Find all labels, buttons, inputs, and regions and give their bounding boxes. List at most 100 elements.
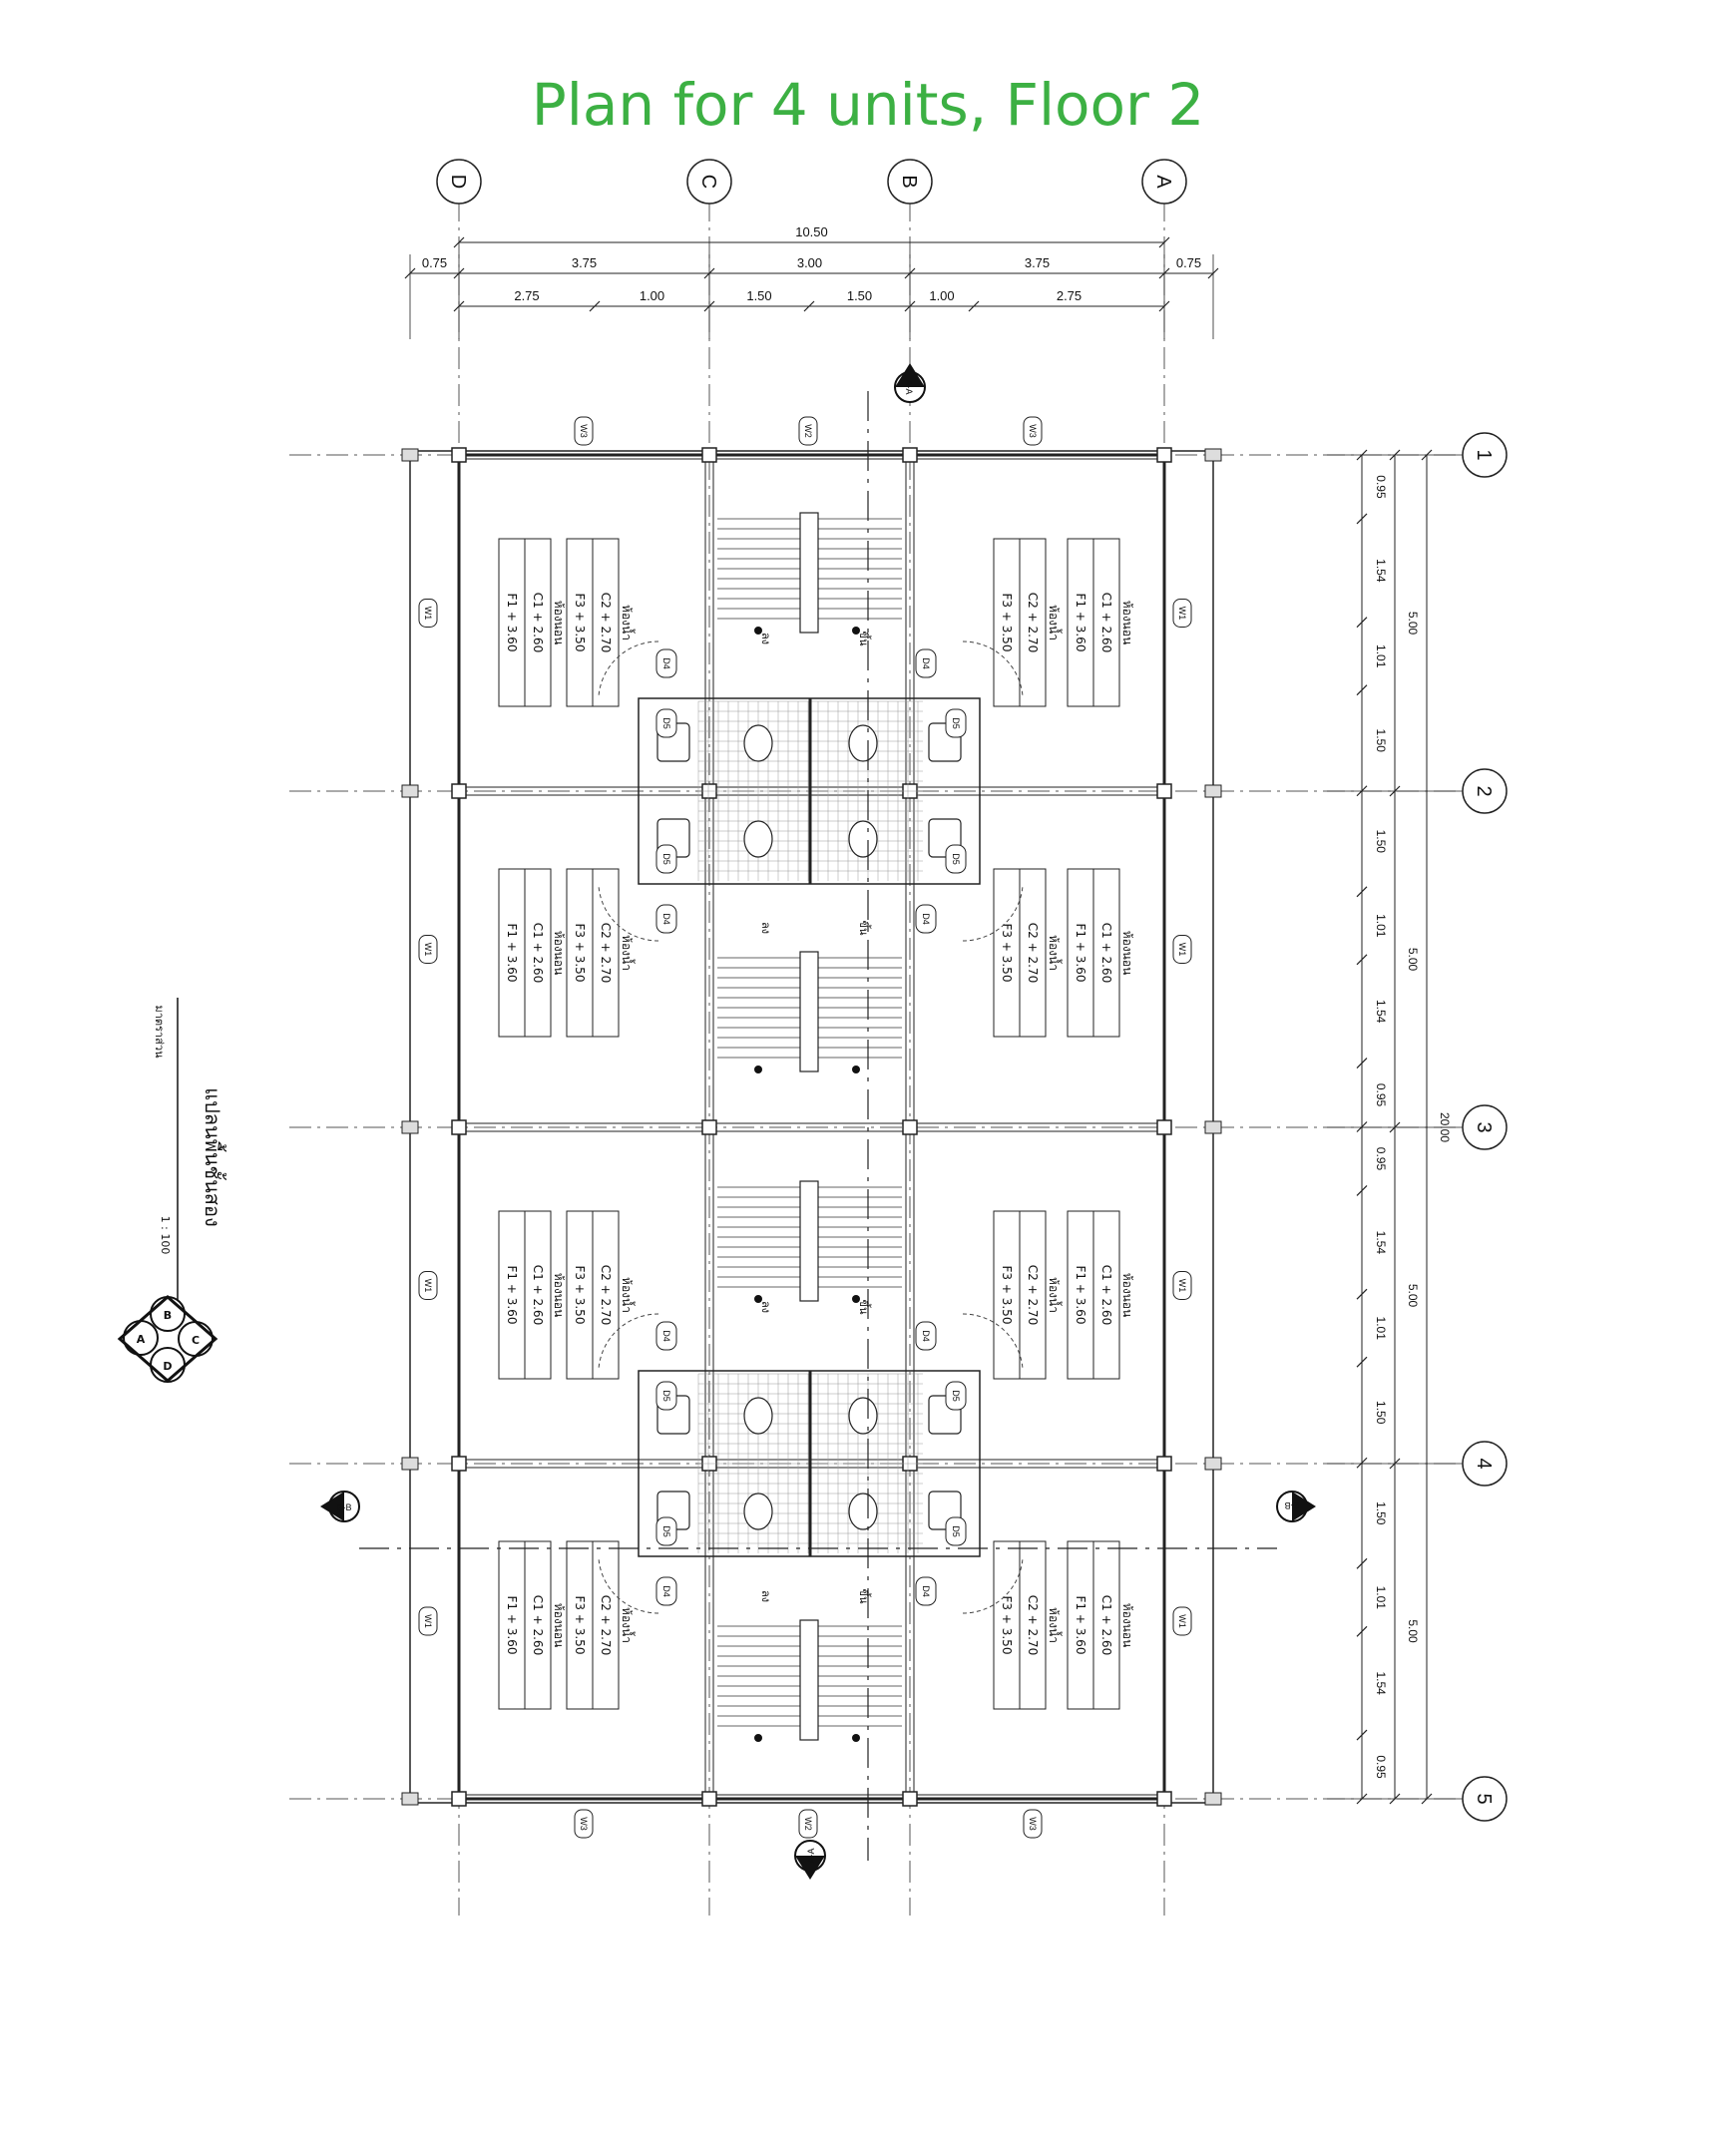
column [451,447,467,463]
window-tag-w1-text: W1 [423,943,433,957]
key-plan-label: C [192,1334,200,1347]
door-tag-d5-text: D5 [661,1390,671,1402]
room-bathroom-floor: F3 + 3.50 [573,1596,587,1655]
window-tag-w1: W1 [418,1606,438,1636]
window-tag-w3-frame [1023,1809,1043,1839]
dim-right-tick [1356,1288,1368,1300]
door-tag-d4-text: D4 [921,1330,931,1342]
column [1156,1791,1172,1807]
window-tag-w3-frame [574,416,594,446]
dim-right-seg-text: 0.95 [1374,1083,1388,1107]
dim-top-row3-text: 1.50 [847,288,872,303]
window-tag-w1: W1 [1172,1606,1192,1636]
window-tag-w3-text: W3 [1028,1817,1038,1831]
dim-right-seg-text: 1.54 [1374,1000,1388,1024]
section-marker-aa-top-text: A-A [904,379,914,394]
window-tag-w3-text: W3 [1028,424,1038,438]
grid-col-label: A [1152,175,1174,189]
grid-bubble-row [1462,768,1508,814]
section-marker-aa-top-arrow [895,363,925,387]
room-bedroom-name: ห้องนอน [1120,1603,1134,1648]
room-bedroom-floor: F1 + 3.60 [505,1596,519,1655]
column [1156,447,1172,463]
dim-top-row3-text: 2.75 [514,288,539,303]
dim-right-seg-text: 1.01 [1374,1317,1388,1341]
dim-right-bay-text: 5.00 [1406,1284,1420,1308]
door-tag-d4: D4 [655,1321,677,1351]
grid-bubble-col [887,159,933,205]
window-tag-w1: W1 [418,599,438,628]
room-bedroom-ceiling: C1 + 2.60 [531,1265,545,1325]
door-tag-d5: D5 [945,844,967,874]
door-tag-d4-frame [915,904,937,934]
section-marker-aa-bottom: A-A [794,1840,826,1880]
room-bedroom-name: ห้องนอน [1120,1273,1134,1318]
room-bedroom-floor: F1 + 3.60 [1074,924,1087,983]
stair-lower-2 [717,1619,902,1742]
door-tag-d4-text: D4 [921,1585,931,1597]
room-bathroom-name: ห้องน้ำ [620,605,636,640]
dim-top-row3-tick [589,300,601,312]
door-swing [962,885,1024,942]
room-bedroom-ceiling: C1 + 2.60 [1099,923,1113,983]
window-tag-w1-frame [418,599,438,628]
room-bathroom-ceiling: C2 + 2.70 [1026,923,1040,983]
balcony-post [401,1457,419,1471]
door-tag-d4-frame [915,1321,937,1351]
door-tag-d5-frame [945,708,967,738]
dim-right-seg-text: 1.54 [1374,1231,1388,1255]
stair-upper-1-handrail [799,512,819,634]
window-tag-w1-frame [1172,1606,1192,1636]
balcony-post [1204,1120,1222,1134]
dim-right-tick [1356,1185,1368,1196]
grid-bubble-col [436,159,482,205]
dim-top-total-tick [453,236,465,248]
window-tag-w1-text: W1 [1177,1279,1187,1293]
window-tag-w1: W1 [1172,935,1192,964]
door-tag-d4: D4 [915,904,937,934]
stair-lower-2-node [754,1734,762,1742]
column [701,1119,717,1135]
dim-right-tick [1356,1557,1368,1569]
door-swing [598,1557,659,1614]
window-tag-w1-frame [418,935,438,964]
door-swing [598,640,659,697]
room-bedroom-ceiling: C1 + 2.60 [531,1595,545,1655]
section-marker-bb-right-text: B-B [1284,1500,1299,1510]
stair-lower-1-node [754,1295,762,1303]
window-tag-w1: W1 [418,935,438,964]
dim-right-tick [1356,617,1368,629]
window-tag-w3: W3 [574,1809,594,1839]
door-tag-d5: D5 [655,1381,677,1411]
room-bathroom-name: ห้องน้ำ [620,935,636,971]
room-bedroom-floor: F1 + 3.60 [1074,1596,1087,1655]
balcony-post [1204,784,1222,798]
dim-top-total-tick [1158,236,1170,248]
stair-label-up: ขึ้น [857,631,872,646]
window-tag-w1-text: W1 [423,1279,433,1293]
room-bathroom-ceiling: C2 + 2.70 [599,923,613,983]
stair-label-down: ลง [759,633,772,644]
window-tag-w1-frame [1172,599,1192,628]
door-tag-d4-frame [655,648,677,678]
grid-row-label: 3 [1473,1121,1495,1132]
room-bedroom-floor: F1 + 3.60 [505,924,519,983]
stair-upper-2-handrail [799,951,819,1072]
door-tag-d5-frame [655,844,677,874]
dim-top-row3-tick [803,300,815,312]
column [701,447,717,463]
bathroom-core-upper-toilet [743,724,773,762]
dim-right-seg-text: 1.01 [1374,644,1388,668]
window-tag-w1-text: W1 [1177,607,1187,621]
door-tag-d4-text: D4 [921,657,931,669]
room-bathroom-ceiling: C2 + 2.70 [1026,593,1040,652]
key-plan-diamond [117,1295,218,1383]
stair-label-down: ลง [759,1590,772,1602]
